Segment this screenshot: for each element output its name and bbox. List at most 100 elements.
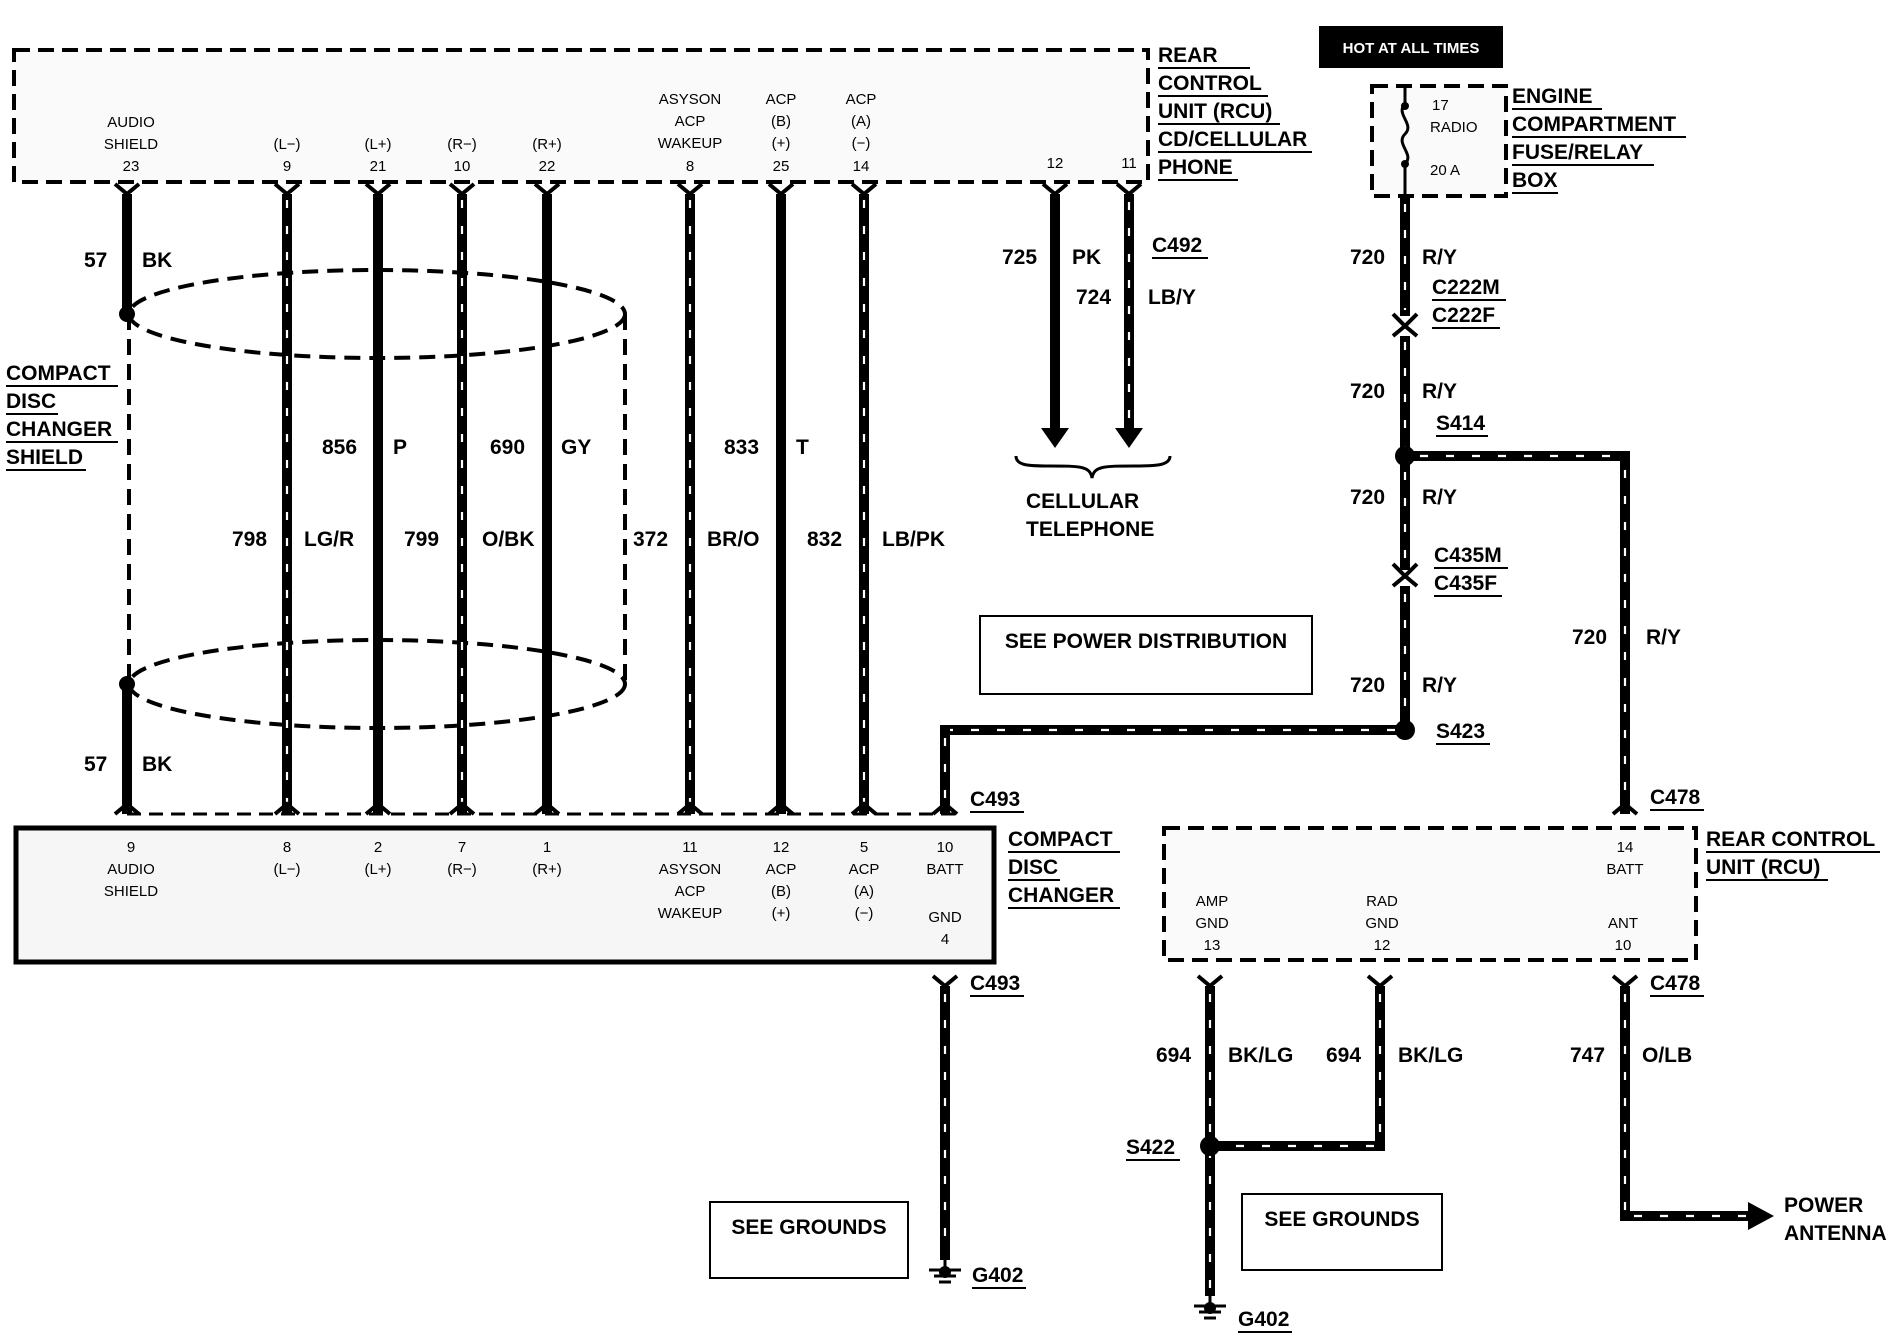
rcu-top-connector-terminals — [113, 182, 1143, 197]
svg-text:COMPACT: COMPACT — [1008, 828, 1113, 851]
wire-color: R/Y — [1422, 674, 1457, 697]
wire-720e — [940, 725, 1405, 814]
wire-color: O/BK — [482, 528, 535, 551]
pin-number: 2 — [374, 839, 382, 856]
wire-circuit: 690 — [490, 436, 525, 459]
wire-color: LG/R — [304, 528, 354, 551]
connector-c492: C492 — [1152, 234, 1202, 257]
svg-text:CHANGER: CHANGER — [1008, 884, 1114, 907]
power-feed-labels: 720 R/Y C222M C222F 720 R/Y S414 720 R/Y… — [970, 246, 1704, 813]
wire-color: BK/LG — [1398, 1044, 1463, 1067]
wire-color: P — [393, 436, 407, 459]
svg-text:CD/CELLULAR: CD/CELLULAR — [1158, 128, 1307, 151]
cd-changer-pin-labels: 9 AUDIO SHIELD 8 (L−) 2 (L+) 7 (R−) 1 (R… — [104, 839, 964, 948]
svg-text:FUSE/RELAY: FUSE/RELAY — [1512, 141, 1643, 164]
connector-c493-bottom: C493 — [970, 972, 1020, 995]
svg-text:REAR CONTROL: REAR CONTROL — [1706, 828, 1875, 851]
wire-color: R/Y — [1422, 380, 1457, 403]
svg-text:REAR: REAR — [1158, 44, 1218, 67]
connector-c435m: C435M — [1434, 544, 1502, 567]
pin-number: 23 — [123, 158, 140, 175]
pin-label: BATT — [1606, 861, 1643, 878]
splice-s422 — [1200, 1136, 1220, 1156]
wire-color: BK — [142, 249, 172, 272]
wire-circuit: 694 — [1326, 1044, 1361, 1067]
ground-icon — [1204, 1302, 1216, 1314]
hot-at-all-times-badge — [1319, 26, 1503, 68]
pin-number: 11 — [1121, 155, 1137, 172]
cellular-wires — [1014, 194, 1172, 479]
rcu-top-title: REAR CONTROL UNIT (RCU) CD/CELLULAR PHON… — [1158, 44, 1312, 181]
cd-changer-ground-circuit — [929, 974, 961, 1284]
wire-circuit: 720 — [1350, 486, 1385, 509]
pin-number: 10 — [1615, 937, 1632, 954]
rcu-ground-labels: 694 BK/LG 694 BK/LG S422 G402 — [1126, 1044, 1463, 1333]
svg-text:CELLULAR: CELLULAR — [1026, 490, 1139, 513]
svg-text:DISC: DISC — [1008, 856, 1058, 879]
fuse-relay-box — [1370, 84, 1508, 198]
pin-number: 25 — [773, 158, 790, 175]
see-grounds-right-box[interactable] — [1241, 1193, 1443, 1271]
splice-label-s423: S423 — [1436, 720, 1485, 743]
wire-circuit: 832 — [807, 528, 842, 551]
c478-top-terminal — [1611, 801, 1639, 816]
wire-color: LB/PK — [882, 528, 945, 551]
wire-circuit: 57 — [84, 753, 107, 776]
splice-label-s414: S414 — [1436, 412, 1485, 435]
wire-circuit: 720 — [1572, 626, 1607, 649]
harness-wire-labels: 57 BK 57 BK 798 LG/R 856 P 799 O/BK 690 … — [84, 249, 945, 776]
pin-number: 1 — [543, 839, 551, 856]
pin-number: 12 — [1374, 937, 1391, 954]
hot-at-all-times-label: HOT AT ALL TIMES — [1343, 40, 1480, 57]
ground-g402-right: G402 — [1238, 1308, 1289, 1331]
pin-label: (R−) — [447, 861, 477, 878]
power-antenna-labels: 747 O/LB C478 POWER ANTENNA — [1570, 972, 1887, 1245]
wire-color: O/LB — [1642, 1044, 1692, 1067]
pin-label: (B) — [771, 113, 791, 130]
pin-label: WAKEUP — [658, 135, 722, 152]
pin-number: 8 — [283, 839, 291, 856]
power-antenna-circuit — [1611, 974, 1774, 1230]
wire-color: BK — [142, 753, 172, 776]
pin-label: ACP — [846, 91, 877, 108]
see-power-distribution-box[interactable] — [979, 615, 1313, 695]
wire-color: BK/LG — [1228, 1044, 1293, 1067]
arrow-icon — [1748, 1202, 1774, 1230]
pin-label: ACP — [675, 883, 706, 900]
svg-text:DISC: DISC — [6, 390, 56, 413]
wire-circuit: 57 — [84, 249, 107, 272]
wire-circuit: 372 — [633, 528, 668, 551]
pin-number: 8 — [686, 158, 694, 175]
connector-c222f: C222F — [1432, 304, 1495, 327]
svg-text:ENGINE: ENGINE — [1512, 85, 1593, 108]
pin-label: (A) — [854, 883, 874, 900]
pin-number: 9 — [127, 839, 135, 856]
wire-circuit: 724 — [1076, 286, 1111, 309]
see-power-distribution-label: SEE POWER DISTRIBUTION — [1005, 630, 1287, 653]
pin-label: (L−) — [273, 861, 300, 878]
pin-label: ACP — [849, 861, 880, 878]
pin-label: WAKEUP — [658, 905, 722, 922]
see-grounds-left-box[interactable] — [709, 1201, 909, 1279]
rcu-top-pin-labels: AUDIO SHIELD 23 (L−) 9 (L+) 21 (R−) 10 (… — [104, 91, 1137, 175]
wire-color: T — [796, 436, 809, 459]
compact-disc-changer-box — [13, 825, 997, 965]
pin-number: 21 — [370, 158, 387, 175]
pin-number: 14 — [1617, 839, 1634, 856]
connector-c435f: C435F — [1434, 572, 1497, 595]
cellular-labels: 725 PK 724 LB/Y C492 CELLULAR TELEPHONE — [1002, 234, 1208, 541]
rcu-cd-cellular-box — [12, 48, 1150, 184]
pin-label: (L+) — [364, 136, 391, 153]
pin-number: 14 — [853, 158, 870, 175]
pin-label: ANT — [1608, 915, 1638, 932]
gnd-pin: 4 — [941, 931, 949, 948]
wire-color: LB/Y — [1148, 286, 1196, 309]
pin-label: (+) — [772, 905, 791, 922]
pin-label: (A) — [851, 113, 871, 130]
rcu-bottom-title: REAR CONTROL UNIT (RCU) — [1706, 828, 1880, 881]
shield-drain-splice-bottom — [119, 676, 135, 692]
svg-text:UNIT (RCU): UNIT (RCU) — [1158, 100, 1272, 123]
wire-circuit: 833 — [724, 436, 759, 459]
svg-text:CHANGER: CHANGER — [6, 418, 112, 441]
